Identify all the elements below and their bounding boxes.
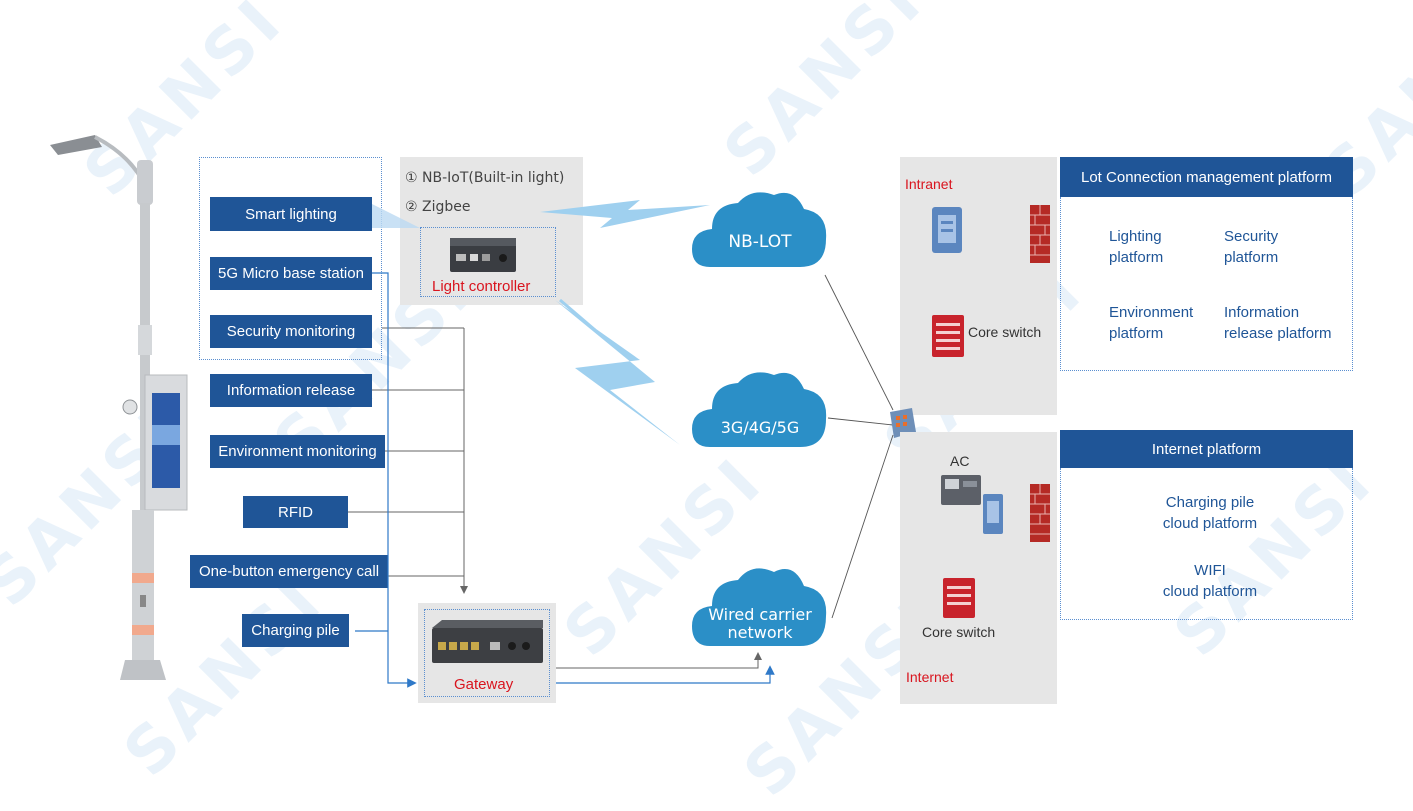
- internet-title: Internet: [906, 669, 954, 685]
- cloud-nb-lot-text: NB-LOT: [728, 232, 792, 252]
- lot-platform-box: [1060, 197, 1353, 371]
- connection-lines: [348, 200, 1030, 688]
- internet-platform-item-charging: Charging pile cloud platform: [1060, 492, 1360, 534]
- device-label-rfid: RFID: [243, 496, 348, 528]
- lot-platform-item-lighting-line1: Lighting: [1109, 228, 1162, 245]
- lot-platform-item-security-line2: platform: [1224, 249, 1279, 266]
- lot-platform-item-environment-line2: platform: [1109, 325, 1164, 342]
- intranet-title: Intranet: [905, 176, 953, 192]
- device-group-box: [199, 157, 382, 360]
- cloud-cellular-text: 3G/4G/5G: [721, 418, 800, 437]
- protocol-zigbee: ② Zigbee: [405, 199, 471, 215]
- lot-platform-item-information-line2: release platform: [1224, 325, 1332, 342]
- internet-ac-device-icon: [941, 475, 981, 505]
- lot-platform-item-security: Security platform: [1224, 226, 1278, 268]
- device-label-smart-lighting: Smart lighting: [210, 197, 372, 231]
- internet-server-icon: [983, 494, 1003, 534]
- device-label-security-monitoring: Security monitoring: [210, 315, 372, 348]
- lot-platform-item-information-release: Information release platform: [1224, 302, 1332, 344]
- cloud-wired-text-line1: Wired carrier: [708, 605, 812, 624]
- central-router-icon: [890, 408, 916, 438]
- internet-core-switch-label: Core switch: [922, 624, 996, 640]
- intranet-server-icon: [932, 207, 962, 253]
- device-label-charging-pile: Charging pile: [242, 614, 349, 647]
- lot-platform-header: Lot Connection management platform: [1060, 157, 1353, 197]
- lot-platform-item-environment-line1: Environment: [1109, 304, 1194, 321]
- gateway-label: Gateway: [454, 676, 514, 693]
- cloud-wired-text-line2: network: [728, 623, 794, 642]
- cloud-nb-lot: NB-LOT: [692, 192, 827, 267]
- internet-core-switch-icon: [943, 578, 975, 618]
- cloud-wired-carrier: Wired carrier network: [692, 568, 827, 646]
- lot-platform-item-security-line1: Security: [1224, 228, 1279, 245]
- lot-platform-item-lighting: Lighting platform: [1109, 226, 1163, 268]
- smart-pole-illustration: [50, 135, 188, 680]
- internet-platform-box: [1060, 468, 1353, 620]
- intranet-firewall-icon: [1030, 205, 1050, 263]
- gateway-device-icon: [432, 620, 543, 663]
- internet-platform-header: Internet platform: [1060, 430, 1353, 468]
- cloud-cellular: 3G/4G/5G: [692, 372, 827, 447]
- light-controller-box: [420, 227, 556, 297]
- lot-platform-item-environment: Environment platform: [1109, 302, 1193, 344]
- protocol-nb-iot: ① NB-IoT(Built-in light): [405, 170, 565, 186]
- light-controller-label: Light controller: [432, 278, 531, 295]
- intranet-core-switch-icon: [932, 315, 964, 357]
- intranet-panel: [900, 157, 1057, 415]
- device-label-information-release: Information release: [210, 374, 372, 407]
- lot-platform-item-information-line1: Information: [1224, 304, 1300, 321]
- lightning-bolt-cellular: [555, 300, 680, 445]
- internet-firewall-icon: [1030, 484, 1050, 542]
- light-controller-device-icon: [450, 238, 516, 272]
- intranet-core-switch-label: Core switch: [968, 324, 1042, 340]
- internet-platform-item-charging-line2: cloud platform: [1162, 515, 1258, 532]
- light-controller-panel: [400, 157, 583, 305]
- internet-platform-item-wifi-line2: cloud platform: [1162, 583, 1258, 600]
- lightning-bolt-nb: [540, 200, 710, 228]
- device-label-one-button-emergency-call: One-button emergency call: [190, 555, 388, 588]
- internet-platform-item-wifi-line1: WIFI: [1194, 562, 1226, 579]
- lot-platform-item-lighting-line2: platform: [1109, 249, 1164, 266]
- device-label-environment-monitoring: Environment monitoring: [210, 435, 385, 468]
- internet-platform-item-charging-line1: Charging pile: [1165, 494, 1255, 511]
- gateway-box: [424, 609, 550, 697]
- internet-platform-item-wifi: WIFI cloud platform: [1060, 560, 1360, 602]
- internet-ac-label: AC: [950, 453, 970, 469]
- device-label-5g-micro-base-station: 5G Micro base station: [210, 257, 372, 290]
